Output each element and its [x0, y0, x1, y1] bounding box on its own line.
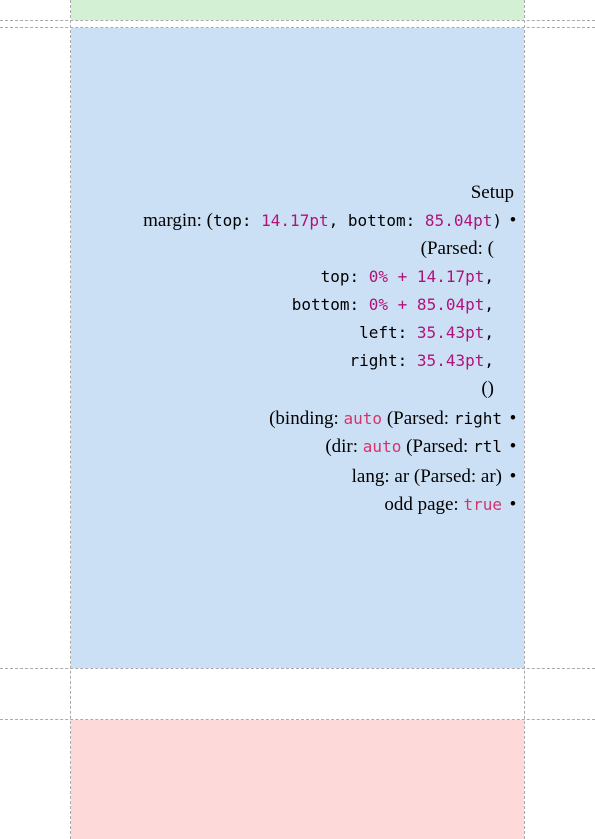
setup-title: Setup [470, 182, 514, 203]
odd-page-line: odd page: true• [384, 491, 524, 519]
parsed-bottom-line: bottom: 0% + 85.04pt, [291, 295, 494, 314]
left-margin-guide-line [70, 0, 71, 839]
parsed-left-line: left: 35.43pt, [359, 323, 494, 342]
bullet-icon: • [509, 466, 517, 487]
parsed-right-line: right: 35.43pt, [349, 351, 494, 370]
header-region [71, 0, 524, 20]
margin-line: margin: (top: 14.17pt, bottom: 85.04pt)• [143, 207, 524, 235]
parsed-close-line: () [481, 378, 494, 399]
dir-line: (dir: auto (Parsed: rtl• [325, 433, 524, 461]
binding-line: (binding: auto (Parsed: right• [269, 405, 524, 433]
parsed-open-line: (Parsed: ( [420, 238, 494, 259]
parsed-top-line: top: 0% + 14.17pt, [320, 267, 494, 286]
content-top-guide-line [0, 27, 595, 28]
footer-guide-line [0, 719, 595, 720]
right-margin-guide-line [524, 0, 525, 839]
content-bottom-guide-line [0, 668, 595, 669]
bullet-icon: • [509, 436, 517, 457]
lang-line: lang: ar (Parsed: ar)• [352, 463, 524, 491]
bullet-icon: • [509, 408, 517, 429]
footer-region [71, 720, 524, 839]
content-region [71, 28, 524, 668]
bullet-icon: • [509, 494, 517, 515]
header-guide-line [0, 20, 595, 21]
bullet-icon: • [509, 210, 517, 231]
setup-info: Setup margin: (top: 14.17pt, bottom: 85.… [71, 28, 524, 668]
